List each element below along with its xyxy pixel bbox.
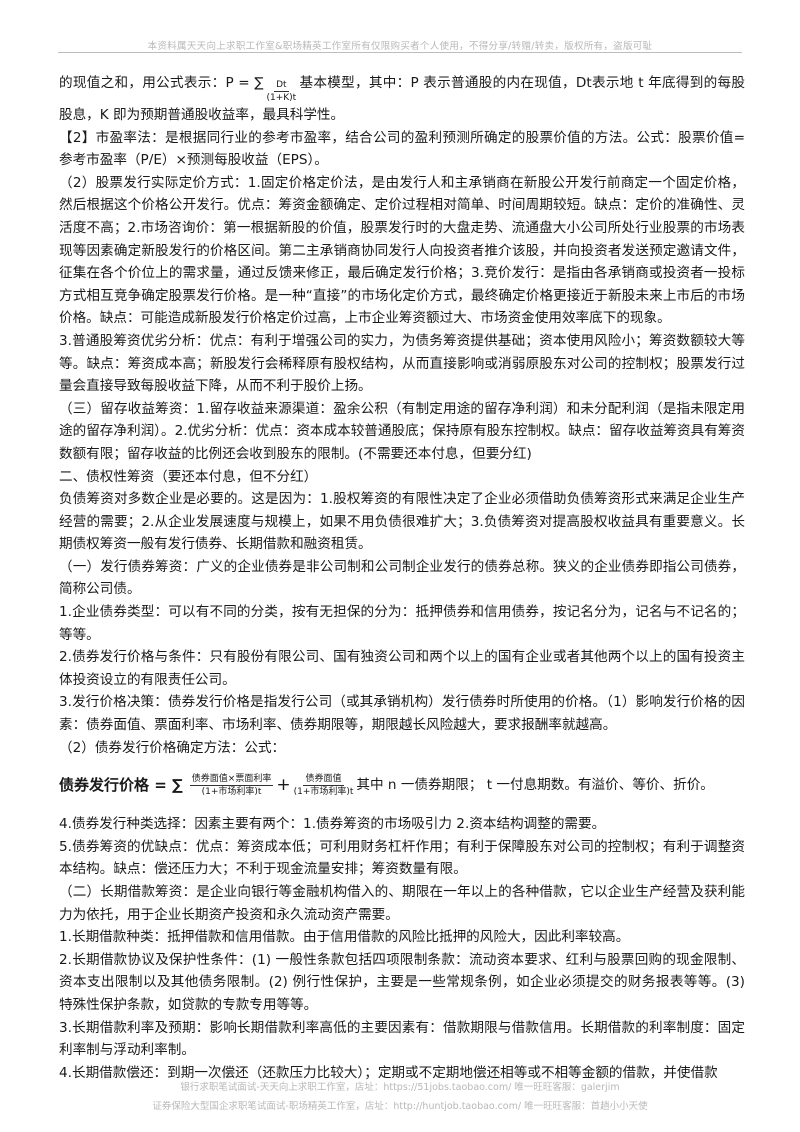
footer-line-1: 银行求职笔试面试-天天向上求职工作室，店址：https://51jobs.tao… (180, 1082, 620, 1093)
formula-explanation-text: 基本模型，其中：P 表示普通股的内在现值，Dt表示地 t 年底得到的每股股息，K… (59, 75, 745, 123)
dividend-fraction: Dt(1+K)t (266, 79, 296, 104)
paragraph-bond-type-selection: 4.债券发行种类选择：因素主要有两个：1.债券筹资的市场吸引力 2.资本结构调整… (59, 816, 606, 833)
section-heading-debt-financing: 二、债权性筹资（要还本付息，但不分红） (59, 468, 318, 485)
paragraph-bond-types: 1.企业债券类型：可以有不同的分类，按有无担保的分为：抵押债券和信用债券，按记名… (59, 604, 745, 643)
paragraph-debt-necessity: 负债筹资对多数企业是必要的。这是因为：1.股权筹资的有限性决定了企业必须借助负债… (59, 491, 745, 553)
paragraph-loan-rates: 3.长期借款利率及预期：影响长期借款利率高低的主要因素有：借款期限与借款信用。长… (59, 1019, 745, 1059)
paragraph-pe-method: 【2】市盈率法：是根据同行业的参考市盈率，结合公司的盈利预测所确定的股票价值的方… (59, 129, 745, 169)
formula-intro-text: 的现值之和，用公式表示：P = ∑ (59, 75, 264, 91)
paragraph-pricing-methods: （2）股票发行实际定价方式：1.固定价格定价法，是由发行人和主承销商在新股公开发… (59, 174, 745, 327)
formula-tail: 其中 n 一债券期限； t 一付息期数。有溢价、等价、折价。 (356, 776, 714, 793)
paragraph-long-term-loans: （二）长期借款筹资：是企业向银行等金融机构借入的、期限在一年以上的各种借款，它以… (59, 884, 745, 923)
coupon-fraction: 债券面值×票面利率(1+市场利率)t (189, 773, 274, 798)
face-value-fraction: 债券面值(1+市场利率)t (294, 773, 354, 798)
paragraph-bond-issuance: （一）发行债券筹资：广义的企业债券是非公司制和公司制企业发行的债券总称。狭义的企… (59, 558, 745, 598)
face-denominator: (1+市场利率)t (293, 786, 354, 797)
page-header-notice: 本资料属天天向上求职工作室&职场精英工作室所有仅限购买者个人使用，不得分享/转赠… (147, 41, 653, 52)
paragraph-pricing-formula-intro: （2）债券发行价格确定方法：公式： (59, 739, 286, 756)
paragraph-pricing-decision: 3.发行价格决策：债券发行价格是指发行公司（或其承销机构）发行债券时所使用的价格… (59, 694, 745, 734)
paragraph-bond-conditions: 2.债券发行价格与条件：只有股份有限公司、国有独资公司和两个以上的国有企业或者其… (59, 649, 745, 688)
paragraph-retained-earnings: （三）留存收益筹资：1.留存收益来源渠道：盈余公积（有制定用途的留存净利润）和未… (59, 400, 745, 462)
fraction-denominator: (1+K)t (266, 93, 297, 103)
coupon-numerator: 债券面值×票面利率 (189, 773, 274, 786)
header-divider (58, 52, 742, 53)
face-numerator: 债券面值 (303, 773, 344, 786)
paragraph-loan-types: 1.长期借款种类：抵押借款和信用借款。由于信用借款的风险比抵押的风险大，因此利率… (59, 929, 630, 946)
coupon-denominator: (1+市场利率)t (201, 786, 262, 797)
plus-sign: + (276, 774, 291, 795)
paragraph-common-stock-analysis: 3.普通股筹资优劣分析：优点：有利于增强公司的实力，为债务筹资提供基础；资本使用… (59, 332, 745, 395)
paragraph-bond-pros-cons: 5.债券筹资的优缺点：优点：筹资成本低；可利用财务杠杆作用；有利于保障股东对公司… (59, 838, 745, 878)
footer-line-2: 证券保险大型国企求职笔试面试-职场精英工作室，店址：http://huntjob… (152, 1101, 648, 1112)
bond-price-formula: 债券发行价格 = ∑ 债券面值×票面利率(1+市场利率)t + 债券面值(1+市… (59, 761, 745, 809)
paragraph-loan-covenants: 2.长期借款协议及保护性条件：(1) 一般性条款包括四项限制条款：流动资本要求、… (59, 951, 745, 1013)
fraction-numerator: Dt (274, 80, 289, 92)
paragraph-loan-repayment: 4.长期借款偿还：到期一次偿还（还款压力比较大）；定期或不定期地偿还相等或不相等… (59, 1064, 718, 1081)
formula-lead: 债券发行价格 = ∑ (59, 775, 183, 794)
